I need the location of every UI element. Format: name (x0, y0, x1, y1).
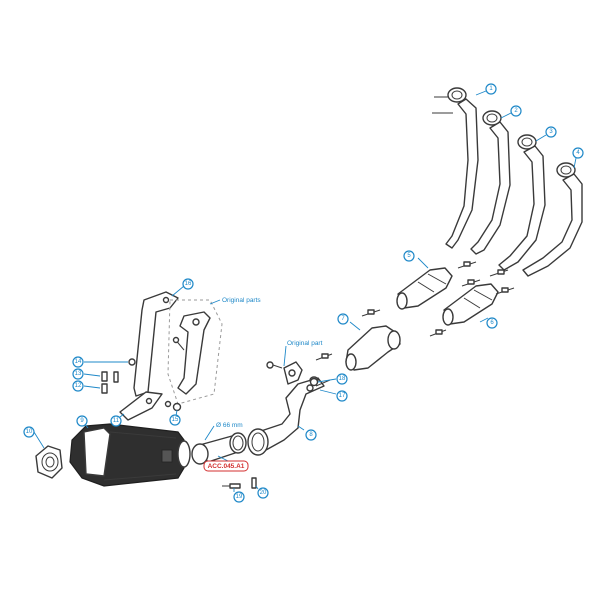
original-part-note: Original part (287, 340, 323, 347)
callout-1-label: 1 (489, 86, 493, 92)
callout-11-label: 11 (113, 418, 120, 424)
callout-17-label: 17 (339, 393, 346, 399)
callout-10: 10 (23, 426, 35, 438)
end-cap-10 (35, 445, 63, 479)
callout-19: 19 (233, 491, 245, 503)
callout-15: 15 (169, 414, 181, 426)
callout-12: 12 (72, 380, 84, 392)
callout-17: 17 (336, 390, 348, 402)
callout-1: 1 (485, 83, 497, 95)
callout-4: 4 (572, 147, 584, 159)
callout-13: 13 (72, 368, 84, 380)
original-footpeg-parts (167, 299, 223, 405)
collector-6 (442, 283, 499, 326)
callout-3: 3 (545, 126, 557, 138)
callout-20-label: 20 (260, 490, 267, 496)
callout-18: 18 (336, 373, 348, 385)
callout-2-label: 2 (514, 108, 518, 114)
callout-14: 14 (72, 356, 84, 368)
callout-6-label: 6 (490, 320, 494, 326)
callout-13-label: 13 (75, 371, 82, 377)
callout-5-label: 5 (407, 253, 411, 259)
silencer-link-pipe (191, 432, 247, 465)
callout-9-label: 9 (80, 418, 84, 424)
header-pipe-4 (522, 162, 583, 277)
callout-4-label: 4 (576, 150, 580, 156)
callout-16-label: 16 (185, 281, 192, 287)
collector-5 (396, 267, 453, 310)
original-part-bracket (266, 361, 303, 385)
clamp-spring-set-a (457, 261, 481, 287)
callout-12-label: 12 (75, 383, 82, 389)
callout-18-label: 18 (339, 376, 346, 382)
callout-2: 2 (510, 105, 522, 117)
callout-8-label: 8 (309, 432, 313, 438)
silencer-bracket-16 (119, 291, 179, 421)
callout-8: 8 (305, 429, 317, 441)
callout-20: 20 (257, 487, 269, 499)
callout-5: 5 (403, 250, 415, 262)
callout-11: 11 (110, 415, 122, 427)
callout-3-label: 3 (549, 129, 553, 135)
callout-7-label: 7 (341, 316, 345, 322)
clamp-spring-set-b (429, 269, 515, 337)
header-pipe-2 (432, 110, 511, 255)
callout-16: 16 (182, 278, 194, 290)
callout-19-label: 19 (236, 494, 243, 500)
link-pipe-8 (247, 376, 325, 456)
y-pipe-7 (315, 309, 401, 371)
callout-6: 6 (486, 317, 498, 329)
callout-14-label: 14 (75, 359, 82, 365)
silencer-9 (69, 423, 191, 487)
callout-7: 7 (337, 313, 349, 325)
original-parts-note: Original parts (222, 297, 261, 304)
accessory-code-badge: ACC.045.A1 (203, 460, 249, 472)
callout-10-label: 10 (26, 429, 33, 435)
callout-15-label: 15 (172, 417, 179, 423)
leader-lines (33, 90, 577, 492)
hardware-bolts (101, 358, 331, 489)
accessory-code-label: ACC.045.A1 (208, 463, 245, 470)
header-pipe-1 (434, 87, 479, 249)
diameter-note: Ø 66 mm (216, 422, 243, 429)
header-pipe-3 (498, 134, 546, 271)
callout-9: 9 (76, 415, 88, 427)
